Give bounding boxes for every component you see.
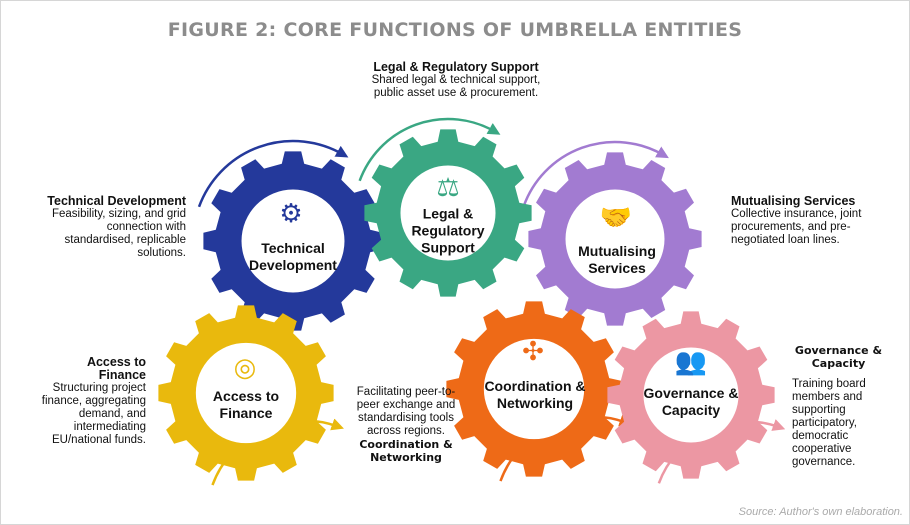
source-note: Source: Author's own elaboration. — [738, 506, 903, 518]
gear-label-governance: Governance & Capacity — [643, 385, 739, 418]
gavel-icon: ⚖ — [436, 172, 460, 202]
gear-center-coordination — [483, 338, 585, 440]
cycle-arrow-mutual — [522, 140, 669, 207]
figure-title: FIGURE 2: CORE FUNCTIONS OF UMBRELLA ENT… — [167, 19, 743, 41]
gear-center-finance — [195, 342, 297, 444]
people-icon: 👥 — [674, 346, 708, 376]
network-icon: ✣ — [522, 336, 544, 366]
handshake-icon: 🤝 — [599, 202, 633, 232]
gear-label-technical: Technical Development — [249, 240, 337, 273]
gear-center-technical — [241, 189, 345, 293]
gear-label-finance: Access to Finance — [212, 388, 280, 421]
gear-center-legal — [400, 165, 496, 261]
cycle-arrow-legal — [358, 117, 501, 182]
description-coordination: Facilitating peer-to-peer exchange and s… — [356, 386, 456, 464]
gear-label-mutual: Mutualising Services — [578, 243, 656, 276]
gear-icon: ⚙ — [279, 198, 303, 228]
gear-label-legal: Legal & Regulatory Support — [411, 205, 485, 256]
cycle-arrow-technical — [197, 139, 349, 208]
gear-center-mutual — [565, 189, 665, 289]
gear-center-governance — [643, 347, 739, 443]
coins-icon: ◎ — [233, 352, 257, 382]
gear-label-coordination: Coordination & Networking — [484, 378, 586, 411]
